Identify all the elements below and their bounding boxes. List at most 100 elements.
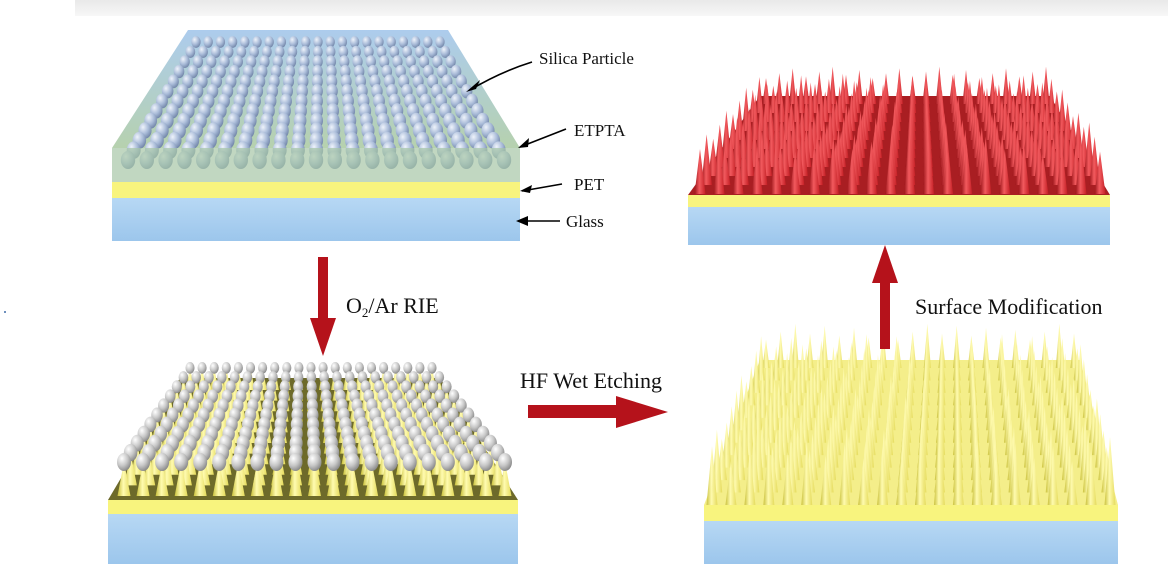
- modified-pet-layer: [688, 195, 1110, 207]
- panel-after-hf: [704, 323, 1118, 564]
- silver-particle: [282, 362, 292, 374]
- yellow-stub-cone: [269, 462, 283, 496]
- red-cone: [721, 110, 732, 158]
- silica-sphere: [313, 36, 323, 48]
- silica-sphere: [223, 45, 234, 58]
- silver-particle: [383, 453, 398, 471]
- silica-sphere: [167, 74, 179, 89]
- yellow-cone: [877, 446, 889, 505]
- red-cone: [694, 149, 706, 194]
- silica-sphere: [418, 55, 430, 69]
- silver-particle: [306, 371, 317, 384]
- yellow-cone: [721, 422, 732, 468]
- silica-sphere: [219, 55, 230, 69]
- silica-sphere: [349, 36, 360, 48]
- silica-sphere: [201, 64, 213, 79]
- yellow-cone: [791, 323, 799, 368]
- yellow-stub-cone: [193, 462, 207, 496]
- silver-particle: [164, 389, 176, 403]
- silver-particle: [415, 362, 425, 374]
- silver-particle: [179, 389, 190, 403]
- yellow-cone: [1085, 449, 1097, 505]
- silver-particle: [383, 371, 393, 384]
- silica-sphere: [203, 36, 213, 48]
- yellow-cone: [763, 437, 775, 505]
- silica-sphere: [249, 45, 259, 58]
- silver-particle: [293, 371, 304, 384]
- red-cone: [1038, 82, 1047, 122]
- silica-sphere: [376, 45, 387, 58]
- red-cone: [829, 66, 837, 104]
- silica-sphere: [389, 45, 400, 58]
- yellow-stub-cone: [308, 462, 321, 496]
- label-silica-particle: Silica Particle: [539, 49, 634, 68]
- yellow-cone: [820, 455, 832, 505]
- silica-sphere: [392, 55, 403, 69]
- yellow-cone: [783, 352, 791, 393]
- rie-o: O: [346, 293, 362, 318]
- etpta-layer-front: [112, 148, 520, 182]
- red-cone: [713, 141, 725, 194]
- yellow-cone: [762, 339, 770, 368]
- rie-rest: /Ar RIE: [368, 293, 439, 318]
- yellow-stub-cone: [250, 462, 264, 496]
- silica-sphere: [337, 36, 348, 48]
- silica-sphere: [312, 64, 323, 79]
- silica-sphere: [264, 36, 274, 48]
- silver-particle: [307, 453, 322, 471]
- silica-sphere: [445, 55, 456, 69]
- yellow-cone: [778, 368, 788, 406]
- red-cone: [732, 117, 743, 167]
- yellow-cone: [777, 331, 785, 368]
- silica-sphere: [236, 45, 247, 58]
- yellow-cone: [757, 336, 765, 381]
- red-cone: [725, 131, 737, 176]
- silver-particle: [330, 362, 340, 374]
- silver-particle: [319, 371, 329, 384]
- silver-particle: [414, 380, 425, 394]
- silica-sphere: [440, 45, 451, 58]
- silver-particle: [342, 362, 352, 374]
- silver-particle: [197, 362, 207, 374]
- silver-particle: [462, 407, 475, 423]
- silver-particle: [434, 371, 445, 384]
- silver-particle: [370, 371, 381, 384]
- yellow-cone: [858, 458, 870, 505]
- silver-particle: [318, 362, 328, 374]
- yellow-stub-cone: [117, 462, 131, 496]
- red-cone: [1018, 141, 1030, 194]
- yellow-cone: [767, 361, 776, 393]
- red-cone: [766, 104, 776, 140]
- yellow-stub-cone: [231, 462, 245, 496]
- silica-sphere: [274, 45, 285, 58]
- yellow-cone: [753, 387, 763, 431]
- silica-sphere: [185, 45, 196, 58]
- yellow-cone: [1028, 458, 1040, 505]
- yellow-stub-cone: [346, 462, 360, 496]
- yellow-stub-cone: [124, 452, 137, 486]
- red-cone: [738, 121, 748, 158]
- silica-sphere: [435, 36, 445, 48]
- red-cone: [772, 91, 781, 131]
- red-cone: [1047, 78, 1056, 113]
- silica-sphere: [288, 36, 299, 48]
- silver-particle: [421, 371, 432, 384]
- silica-sphere: [414, 45, 425, 58]
- yellow-cone: [1047, 446, 1059, 505]
- silica-sphere: [272, 55, 283, 69]
- silica-sphere: [299, 55, 310, 69]
- silica-sphere: [198, 45, 208, 58]
- silica-sphere: [325, 55, 337, 69]
- yellow-cone: [772, 346, 780, 381]
- silica-sphere: [365, 55, 376, 69]
- yellow-stub-cone: [136, 462, 150, 496]
- silver-particle: [403, 362, 413, 374]
- red-cone: [980, 136, 992, 194]
- silver-particle: [396, 371, 406, 384]
- label-glass: Glass: [566, 212, 604, 231]
- yellow-cone: [726, 406, 737, 456]
- red-cones: [694, 66, 1106, 194]
- silver-particle: [174, 453, 189, 471]
- panel-initial: [112, 30, 520, 241]
- yellow-stub-cone: [498, 462, 512, 496]
